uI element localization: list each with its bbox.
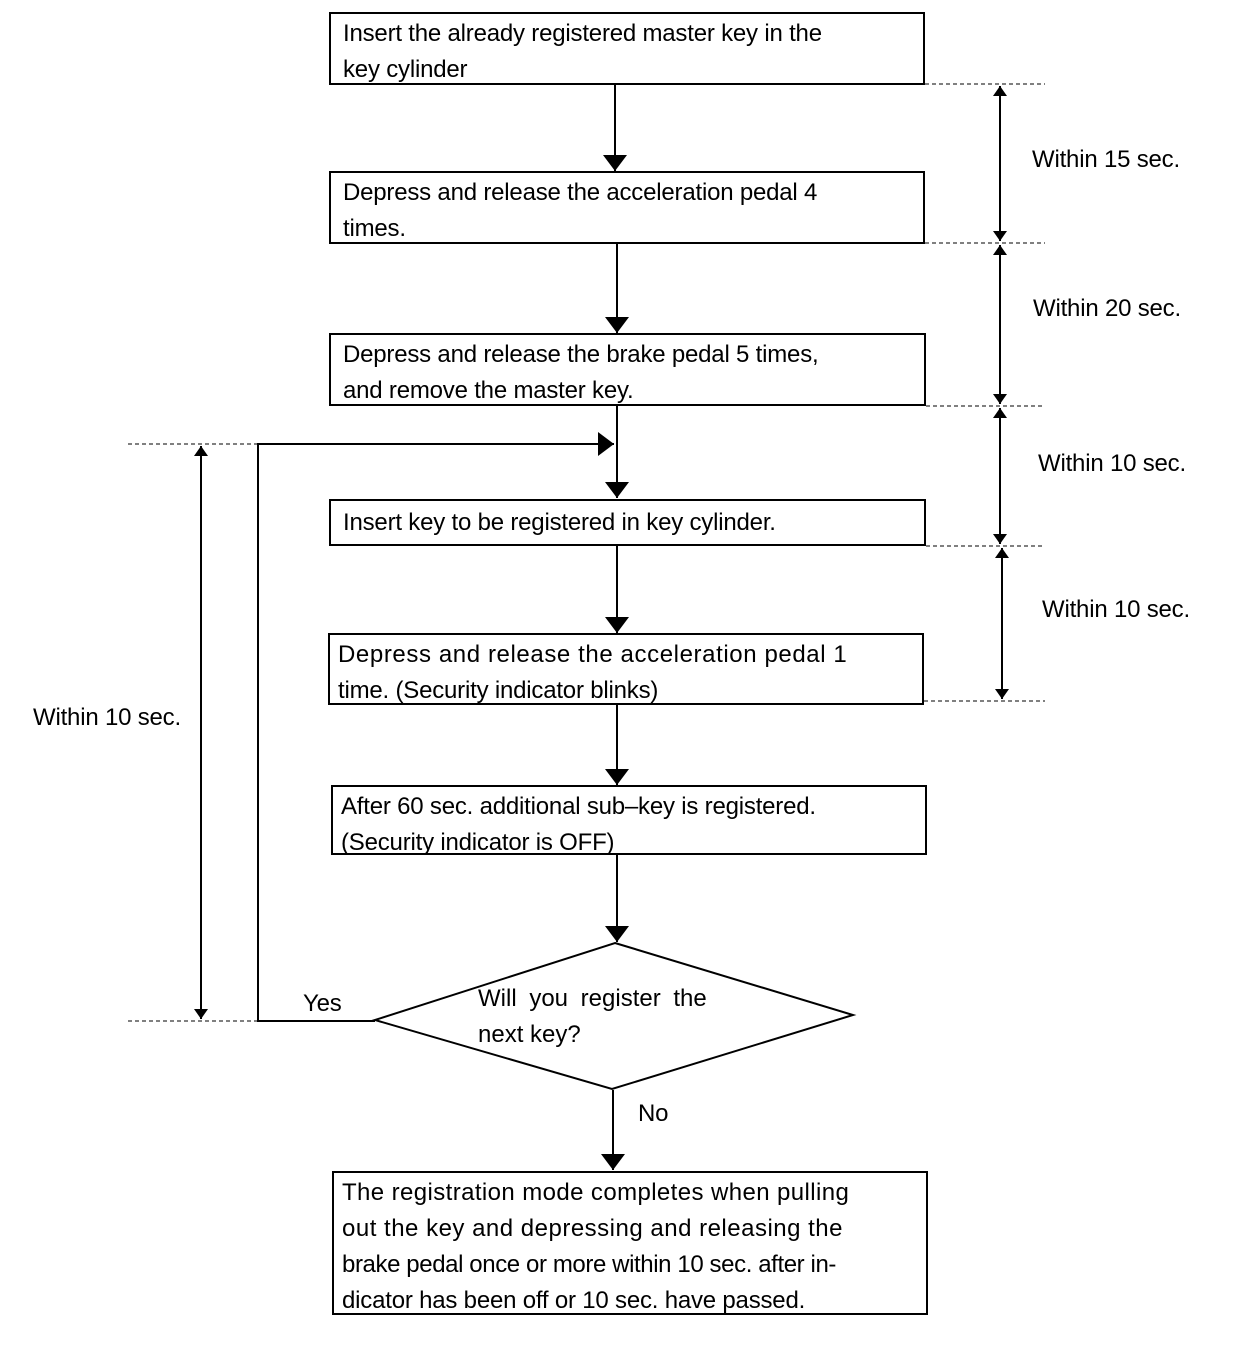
timing-label-20-sec: Within 20 sec. — [1033, 295, 1181, 322]
timing-label-10-sec-a: Within 10 sec. — [1038, 450, 1186, 477]
step-accel-pedal-4-times: Depress and release the acceleration ped… — [329, 171, 925, 244]
branch-label-no: No — [638, 1100, 669, 1127]
decision-question: Will you register the next key? — [478, 985, 707, 1048]
timing-label-loop-10-sec: Within 10 sec. — [33, 704, 181, 731]
step-insert-new-key: Insert key to be registered in key cylin… — [329, 499, 926, 546]
decision-diamond — [371, 941, 857, 1091]
step-registration-complete: The registration mode completes when pul… — [332, 1171, 928, 1315]
step-accel-pedal-1-time: Depress and release the acceleration ped… — [328, 633, 924, 705]
timing-label-15-sec: Within 15 sec. — [1032, 146, 1180, 173]
timing-label-10-sec-b: Within 10 sec. — [1042, 596, 1190, 623]
step-insert-master-key: Insert the already registered master key… — [329, 12, 925, 85]
loop-back-line — [257, 432, 614, 1022]
step-brake-pedal-5-times: Depress and release the brake pedal 5 ti… — [329, 333, 926, 406]
branch-label-yes: Yes — [303, 990, 342, 1017]
step-sub-key-registered: After 60 sec. additional sub–key is regi… — [331, 785, 927, 856]
